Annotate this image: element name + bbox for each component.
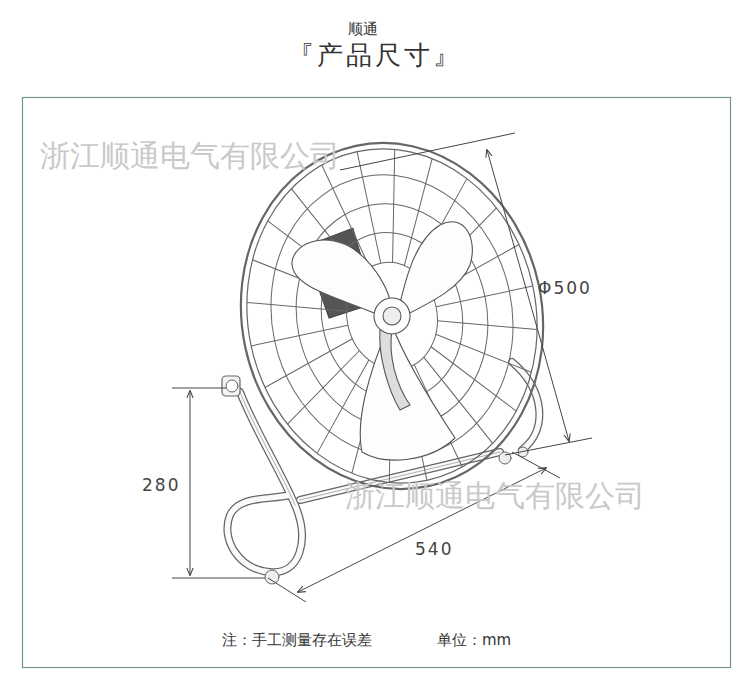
dimension-label: 540 — [415, 539, 453, 559]
dimension-label: Φ500 — [538, 278, 592, 298]
grille-wire — [357, 152, 381, 264]
grille-wire — [370, 150, 418, 263]
unit-note: 单位：mm — [437, 631, 511, 649]
watermark: 浙江顺通电气有限公司 — [345, 478, 645, 514]
grille-wire — [276, 351, 372, 425]
logo-text: 顺通 — [348, 20, 378, 38]
fan-head — [209, 115, 575, 518]
title: 『产品尺寸』 — [288, 40, 462, 71]
grille-wire — [251, 325, 348, 346]
note: 注：手工测量存在误差 — [222, 631, 372, 649]
watermark: 浙江顺通电气有限公司 — [40, 138, 340, 174]
dimension-lines — [172, 133, 592, 602]
grille-wire — [259, 339, 359, 388]
grille-wire — [436, 316, 532, 390]
grille-wire — [431, 332, 516, 425]
dimension-label: 280 — [142, 475, 180, 495]
fan-blades — [292, 222, 472, 460]
frame — [23, 98, 731, 668]
grille-wire — [437, 301, 537, 350]
